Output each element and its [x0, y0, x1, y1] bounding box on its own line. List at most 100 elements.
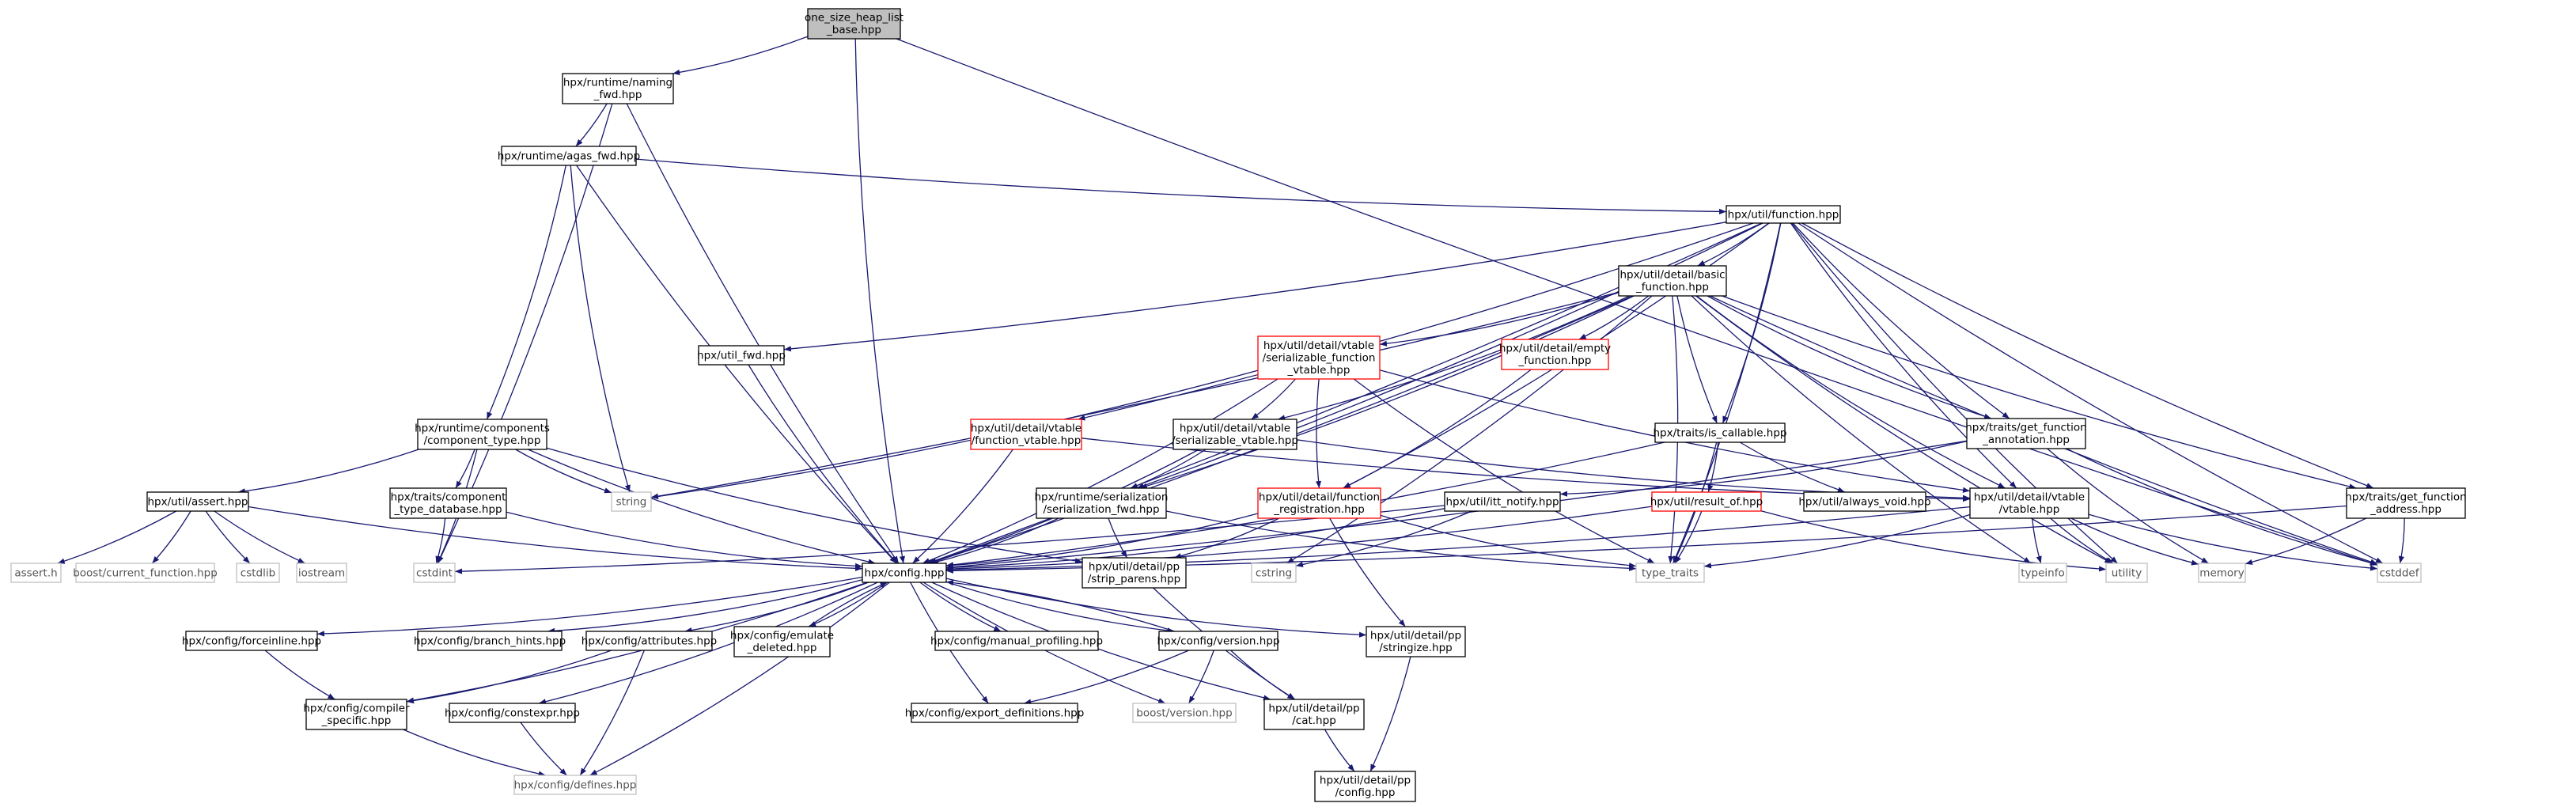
node-label-stringize: /stringize.hpp — [1379, 642, 1452, 654]
edge-version-to-export_defs — [1024, 650, 1189, 705]
node-branch_hints[interactable]: hpx/config/branch_hints.hpp — [414, 631, 566, 651]
edge-function-to-vtable — [1790, 222, 2017, 489]
node-assert[interactable]: hpx/util/assert.hpp — [146, 491, 249, 512]
node-box-func_registration — [1257, 487, 1381, 519]
node-box-agas_fwd — [501, 146, 637, 166]
node-cstdlib: cstdlib — [236, 563, 280, 583]
edge-config-to-attributes — [684, 582, 869, 634]
node-forceinline[interactable]: hpx/config/forceinline.hpp — [182, 631, 321, 651]
node-label-get_func_annot: hpx/traits/get_function — [1965, 422, 2086, 434]
node-label-branch_hints: hpx/config/branch_hints.hpp — [414, 635, 566, 647]
node-function_vtable[interactable]: hpx/util/detail/vtable/function_vtable.h… — [970, 419, 1082, 450]
node-type_traits: type_traits — [1635, 563, 1705, 583]
node-version[interactable]: hpx/config/version.hpp — [1157, 631, 1280, 651]
node-box-itt_notify — [1444, 491, 1561, 512]
node-export_defs[interactable]: hpx/config/export_definitions.hpp — [905, 703, 1085, 723]
node-label-function_vtable: /function_vtable.hpp — [972, 434, 1082, 447]
node-function[interactable]: hpx/util/function.hpp — [1726, 205, 1841, 224]
node-label-emulate_deleted: _deleted.hpp — [747, 642, 817, 654]
edge-config-to-forceinline — [316, 576, 863, 637]
node-label-version: hpx/config/version.hpp — [1157, 635, 1280, 647]
node-component_type[interactable]: hpx/runtime/components/component_type.hp… — [415, 419, 550, 450]
node-attributes[interactable]: hpx/config/attributes.hpp — [581, 631, 717, 651]
edge-assert-to-config — [248, 506, 863, 571]
node-ser_fwd[interactable]: hpx/runtime/serialization/serialization_… — [1034, 487, 1169, 519]
edge-config-to-version — [945, 581, 1175, 634]
node-label-stringize: hpx/util/detail/pp — [1370, 630, 1461, 642]
node-is_callable[interactable]: hpx/traits/is_callable.hpp — [1653, 422, 1787, 443]
edge-root-to-naming_fwd — [672, 36, 809, 75]
node-label-ser_vtable: /serializable_vtable.hpp — [1172, 434, 1298, 447]
nodes-layer: one_size_heap_list_base.hpp hpx/runtime/n… — [10, 8, 2467, 802]
edge-config-to-stringize — [945, 578, 1367, 638]
edge-comp_type_db-to-cstdint — [435, 517, 446, 564]
node-vtable[interactable]: hpx/util/detail/vtable/vtable.hpp — [1969, 487, 2089, 519]
node-box-type_traits — [1635, 563, 1705, 583]
node-ser_func_vtable[interactable]: hpx/util/detail/vtable/serializable_func… — [1257, 335, 1381, 380]
edge-assert-to-assert_h — [57, 510, 177, 564]
node-comp_type_db[interactable]: hpx/traits/component_type_database.hpp — [389, 487, 507, 519]
edge-result_of-to-config — [945, 506, 1653, 572]
edges-layer — [57, 36, 2405, 777]
node-result_of[interactable]: hpx/util/result_of.hpp — [1650, 491, 1763, 512]
node-empty_function[interactable]: hpx/util/detail/empty_function.hpp — [1499, 339, 1611, 370]
node-compiler_specific[interactable]: hpx/config/compiler_specific.hpp — [303, 699, 410, 730]
edge-function-to-type_traits — [1673, 222, 1782, 564]
node-emulate_deleted[interactable]: hpx/config/emulate_deleted.hpp — [730, 626, 834, 657]
edge-vtable-to-cstddef — [2088, 513, 2378, 571]
edge-ser_func_vtable-to-func_registration — [1315, 378, 1322, 489]
node-cstring: cstring — [1251, 563, 1297, 583]
node-label-config: hpx/config.hpp — [865, 566, 945, 579]
edge-root-to-cstddef — [896, 38, 2378, 566]
edge-is_callable-to-always_void — [1739, 441, 1846, 493]
node-manual_profiling[interactable]: hpx/config/manual_profiling.hpp — [930, 631, 1103, 651]
edge-function-to-is_callable — [1722, 222, 1782, 424]
node-box-get_func_addr — [2346, 487, 2466, 519]
node-config[interactable]: hpx/config.hpp — [862, 563, 947, 583]
node-root[interactable]: one_size_heap_list_base.hpp — [805, 8, 903, 40]
node-stringize[interactable]: hpx/util/detail/pp/stringize.hpp — [1366, 626, 1466, 657]
node-func_registration[interactable]: hpx/util/detail/function_registration.hp… — [1257, 487, 1381, 519]
edge-result_of-to-type_traits — [1674, 510, 1703, 564]
node-label-get_func_addr: hpx/traits/get_function — [2345, 491, 2466, 504]
node-label-is_callable: hpx/traits/is_callable.hpp — [1653, 426, 1786, 439]
node-agas_fwd[interactable]: hpx/runtime/agas_fwd.hpp — [498, 146, 640, 166]
edge-config-to-branch_hints — [547, 579, 863, 634]
node-box-empty_function — [1501, 339, 1609, 370]
edge-attributes-to-defines — [579, 650, 645, 776]
node-box-util_fwd — [698, 345, 785, 366]
node-constexpr[interactable]: hpx/config/constexpr.hpp — [445, 703, 580, 723]
node-always_void[interactable]: hpx/util/always_void.hpp — [1798, 491, 1931, 512]
edge-version-to-config — [945, 579, 1175, 632]
node-box-ser_fwd — [1036, 487, 1167, 519]
node-label-strip_parens: hpx/util/detail/pp — [1089, 561, 1180, 574]
node-strip_parens[interactable]: hpx/util/detail/pp/strip_parens.hpp — [1082, 557, 1187, 589]
edge-basic_function-to-ser_func_vtable — [1379, 292, 1619, 347]
node-util_fwd[interactable]: hpx/util_fwd.hpp — [697, 345, 786, 366]
node-naming_fwd[interactable]: hpx/runtime/naming_fwd.hpp — [562, 73, 674, 104]
node-box-pp_config — [1314, 771, 1416, 802]
edge-basic_function-to-get_func_addr — [1722, 295, 2357, 490]
node-box-function — [1726, 205, 1841, 224]
node-get_func_addr[interactable]: hpx/traits/get_function_address.hpp — [2345, 487, 2467, 519]
node-pp_config[interactable]: hpx/util/detail/pp/config.hpp — [1314, 771, 1416, 802]
node-box-is_callable — [1654, 422, 1786, 443]
edge-component_type-to-comp_type_db — [455, 449, 475, 489]
edge-component_type-to-strip_parens — [546, 447, 1083, 564]
node-basic_function[interactable]: hpx/util/detail/basic_function.hpp — [1618, 265, 1727, 297]
node-box-cstdint — [413, 563, 456, 583]
edge-config-to-manual_profiling — [919, 582, 1002, 632]
node-pp_cat[interactable]: hpx/util/detail/pp/cat.hpp — [1263, 699, 1365, 730]
node-box-typeinfo — [2018, 563, 2067, 583]
node-get_func_annot[interactable]: hpx/traits/get_function_annotation.hpp — [1965, 418, 2087, 449]
node-string: string — [611, 491, 652, 512]
edge-stringize-to-pp_config — [1369, 656, 1411, 772]
node-ser_vtable[interactable]: hpx/util/detail/vtable/serializable_vtab… — [1172, 419, 1298, 450]
edge-root-to-config — [854, 38, 905, 564]
edge-config-to-defines — [589, 582, 890, 776]
node-itt_notify[interactable]: hpx/util/itt_notify.hpp — [1444, 491, 1561, 512]
node-box-strip_parens — [1082, 557, 1187, 589]
node-label-naming_fwd: _fwd.hpp — [593, 89, 642, 101]
node-label-basic_function: hpx/util/detail/basic — [1619, 269, 1725, 282]
node-box-emulate_deleted — [733, 626, 831, 657]
